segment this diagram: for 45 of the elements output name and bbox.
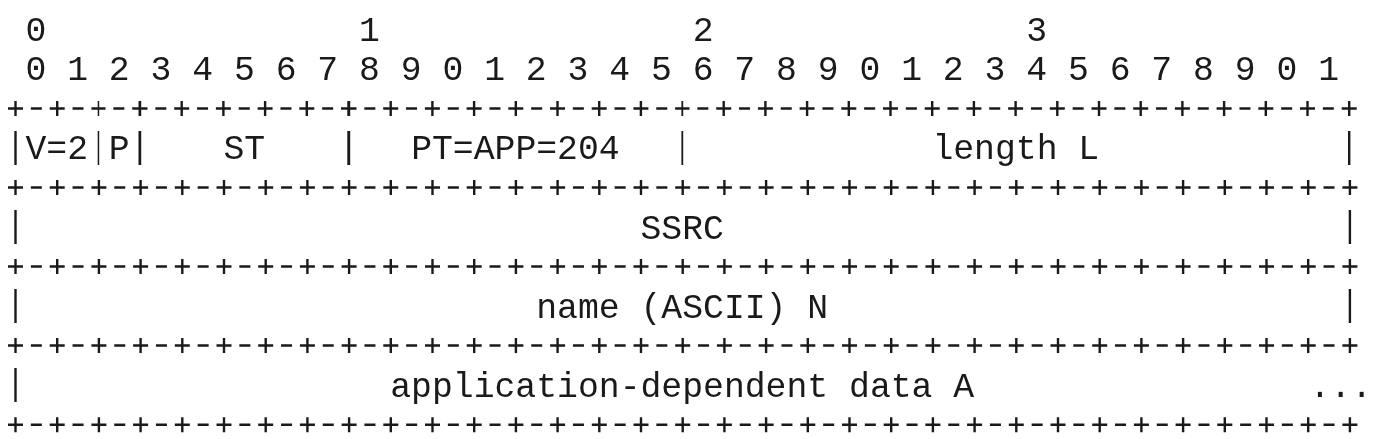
bit-number: 2 (942, 51, 964, 91)
field-label: ST (223, 130, 266, 170)
bit-number: 9 (1234, 51, 1256, 91)
bit-number: 6 (275, 51, 297, 91)
bit-number: 9 (400, 51, 422, 91)
bit-number: 2 (108, 51, 130, 91)
bit-number: 4 (1026, 51, 1048, 91)
bit-number: 1 (484, 51, 505, 91)
bit-number: 4 (609, 51, 631, 91)
field-label: V=2 (25, 130, 88, 170)
bit-number: 0 (442, 51, 464, 91)
bit-number: 5 (1067, 51, 1089, 91)
bit-number: 5 (233, 51, 255, 91)
field-label: name (ASCII) N (536, 288, 829, 329)
bit-number: 3 (984, 51, 1006, 91)
bit-number: 9 (817, 51, 839, 91)
continuation-ellipsis: ... (1309, 368, 1372, 408)
bit-number: 0 (859, 51, 881, 91)
field-label: application-dependent data A (390, 368, 975, 408)
field-label: PT=APP=204 (411, 130, 620, 170)
byte-offset-number: 2 (692, 11, 714, 51)
bit-number: 1 (1318, 51, 1339, 91)
bit-number: 8 (1193, 51, 1214, 91)
bit-number: 4 (192, 51, 214, 91)
bit-number: 7 (317, 51, 339, 91)
bit-number: 3 (150, 51, 172, 91)
byte-offset-number: 1 (359, 11, 380, 51)
bit-number: 8 (776, 51, 797, 91)
field-label: length L (932, 130, 1100, 170)
field-label: P (108, 130, 130, 170)
bit-number: 0 (25, 51, 47, 91)
bit-number: 3 (567, 51, 589, 91)
bit-number: 0 (1276, 51, 1298, 91)
bit-number: 2 (525, 51, 547, 91)
field-label: SSRC (640, 209, 724, 249)
bit-number: 1 (901, 51, 922, 91)
bit-number: 8 (359, 51, 380, 91)
byte-offset-number: 3 (1026, 11, 1048, 51)
bit-number: 1 (67, 51, 88, 91)
byte-offset-number: 0 (25, 11, 47, 51)
bit-number: 6 (692, 51, 714, 91)
bit-number: 7 (1151, 51, 1173, 91)
bit-number: 6 (1109, 51, 1131, 91)
bit-number: 5 (650, 51, 672, 91)
bit-number: 7 (734, 51, 756, 91)
